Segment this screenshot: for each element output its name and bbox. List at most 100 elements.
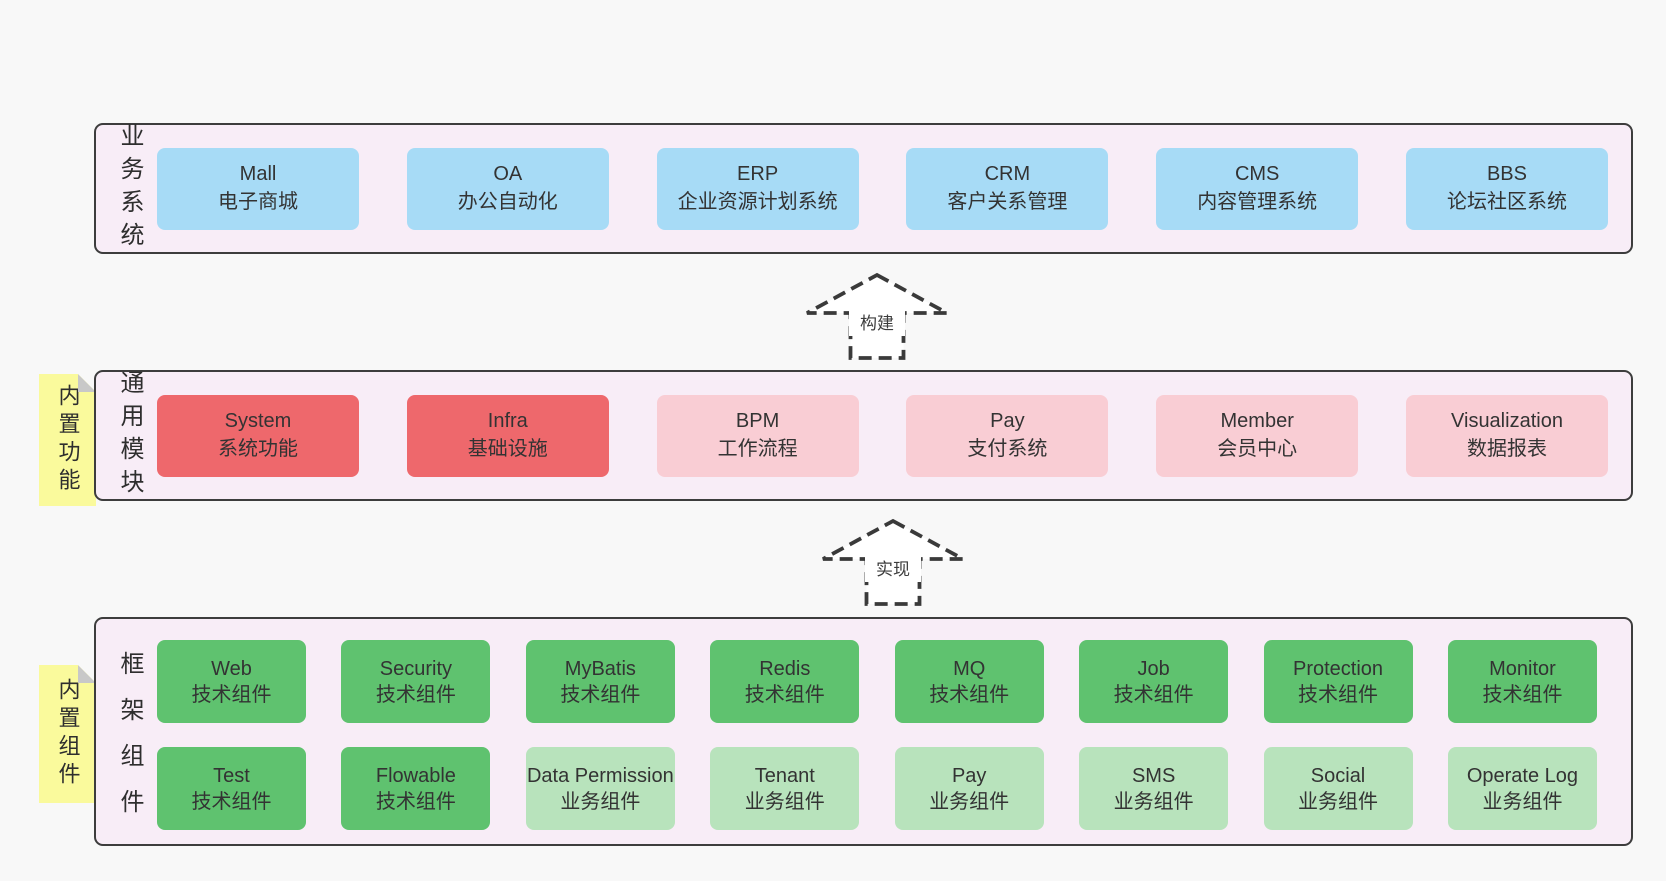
box-sms: SMS 业务组件 [1079, 747, 1229, 830]
box-title: System [224, 409, 292, 432]
box-subtitle: 论坛社区系统 [1446, 190, 1567, 213]
box-subtitle: 业务组件 [929, 790, 1010, 813]
box-infra: Infra 基础设施 [406, 394, 609, 477]
box-mq: MQ 技术组件 [894, 640, 1044, 723]
box-subtitle: 技术组件 [375, 790, 456, 813]
box-subtitle: 技术组件 [1113, 683, 1194, 706]
box-data-permission: Data Permission 业务组件 [525, 747, 675, 830]
box-security: Security 技术组件 [341, 640, 491, 723]
sticky-built-in-functions: 内置功能 [39, 374, 96, 506]
box-title: SMS [1131, 764, 1176, 787]
box-title: Member [1220, 409, 1294, 432]
sticky-components-label: 内置组件 [55, 678, 81, 790]
box-test: Test 技术组件 [157, 747, 306, 830]
arrow-build: 构建 [802, 272, 952, 362]
box-subtitle: 技术组件 [191, 790, 272, 813]
framework-components-band: 框架组件 Web 技术组件 Security 技术组件 MyBatis 技术组件… [94, 617, 1633, 846]
box-subtitle: 工作流程 [717, 437, 798, 460]
box-subtitle: 业务组件 [1298, 790, 1379, 813]
box-title: Monitor [1489, 657, 1556, 680]
sticky-built-in-components: 内置组件 [39, 665, 96, 803]
box-subtitle: 技术组件 [929, 683, 1010, 706]
box-title: Infra [487, 409, 528, 432]
arrow-label-bg [865, 554, 921, 582]
box-bbs: BBS 论坛社区系统 [1405, 147, 1608, 230]
box-subtitle: 业务组件 [1482, 790, 1563, 813]
box-title: Security [379, 657, 453, 680]
box-title: Pay [951, 764, 987, 787]
box-title: Flowable [375, 764, 456, 787]
box-subtitle: 内容管理系统 [1197, 190, 1318, 213]
box-title: Data Permission [526, 764, 674, 787]
business-band-label: 业务系统 [116, 122, 143, 255]
box-subtitle: 会员中心 [1217, 437, 1298, 460]
common-modules-band: 通用模块 System 系统功能 Infra 基础设施 BPM 工作流程 Pay… [94, 369, 1633, 502]
box-flowable: Flowable 技术组件 [341, 747, 491, 830]
box-monitor: Monitor 技术组件 [1447, 640, 1597, 723]
box-pay-component: Pay 业务组件 [894, 747, 1044, 830]
business-systems-band: 业务系统 Mall 电子商城 OA 办公自动化 ERP 企业资源计划系统 CRM… [94, 122, 1633, 255]
box-subtitle: 办公自动化 [457, 190, 558, 213]
box-bpm: BPM 工作流程 [656, 394, 859, 477]
box-system: System 系统功能 [157, 394, 359, 477]
arrow-implement: 实现 [818, 518, 968, 608]
box-tenant: Tenant 业务组件 [710, 747, 860, 830]
box-title: Mall [239, 162, 277, 185]
box-title: Tenant [754, 764, 815, 787]
box-web: Web 技术组件 [157, 640, 306, 723]
box-subtitle: 基础设施 [467, 437, 548, 460]
box-title: MQ [953, 657, 986, 680]
box-title: OA [493, 162, 523, 185]
box-job: Job 技术组件 [1079, 640, 1229, 723]
box-subtitle: 业务组件 [560, 790, 641, 813]
business-box-row: Mall 电子商城 OA 办公自动化 ERP 企业资源计划系统 CRM 客户关系… [157, 147, 1608, 230]
box-operate-log: Operate Log 业务组件 [1447, 747, 1597, 830]
box-title: Pay [990, 409, 1025, 432]
box-subtitle: 电子商城 [218, 190, 298, 213]
box-subtitle: 技术组件 [375, 683, 456, 706]
box-subtitle: 技术组件 [1482, 683, 1563, 706]
box-crm: CRM 客户关系管理 [906, 147, 1109, 230]
box-redis: Redis 技术组件 [710, 640, 860, 723]
box-subtitle: 客户关系管理 [947, 190, 1068, 213]
box-title: Protection [1293, 657, 1384, 680]
box-subtitle: 业务组件 [1113, 790, 1194, 813]
box-subtitle: 技术组件 [560, 683, 641, 706]
box-title: Social [1310, 764, 1366, 787]
box-social: Social 业务组件 [1263, 747, 1413, 830]
box-erp: ERP 企业资源计划系统 [656, 147, 859, 230]
sticky-modules-label: 内置功能 [55, 384, 81, 496]
arrow-build-label: 构建 [860, 314, 894, 333]
arrow-label-bg [849, 308, 905, 336]
box-subtitle: 技术组件 [744, 683, 825, 706]
box-subtitle: 技术组件 [191, 683, 272, 706]
box-subtitle: 系统功能 [218, 437, 298, 460]
box-subtitle: 支付系统 [967, 437, 1048, 460]
components-grid: Web 技术组件 Security 技术组件 MyBatis 技术组件 Redi… [157, 640, 1597, 830]
box-cms: CMS 内容管理系统 [1156, 147, 1359, 230]
box-title: Redis [759, 657, 811, 680]
box-title: Visualization [1451, 409, 1563, 432]
box-protection: Protection 技术组件 [1263, 640, 1413, 723]
box-pay-module: Pay 支付系统 [906, 394, 1109, 477]
arrow-implement-label: 实现 [876, 560, 910, 579]
box-mall: Mall 电子商城 [157, 147, 359, 230]
modules-box-row: System 系统功能 Infra 基础设施 BPM 工作流程 Pay 支付系统… [157, 394, 1608, 477]
components-band-label: 框架组件 [116, 650, 143, 835]
box-member: Member 会员中心 [1156, 394, 1359, 477]
box-title: MyBatis [564, 657, 636, 680]
box-title: CRM [984, 162, 1031, 185]
box-title: ERP [737, 162, 779, 185]
box-title: Job [1137, 657, 1170, 680]
box-title: BBS [1486, 162, 1527, 185]
box-subtitle: 企业资源计划系统 [677, 190, 838, 213]
box-title: Web [211, 657, 252, 680]
box-title: Test [213, 764, 250, 787]
box-subtitle: 业务组件 [744, 790, 825, 813]
modules-band-label: 通用模块 [116, 369, 143, 502]
box-title: Operate Log [1466, 764, 1579, 787]
box-subtitle: 数据报表 [1466, 437, 1547, 460]
box-title: CMS [1234, 162, 1280, 185]
box-title: BPM [735, 409, 780, 432]
box-oa: OA 办公自动化 [406, 147, 609, 230]
